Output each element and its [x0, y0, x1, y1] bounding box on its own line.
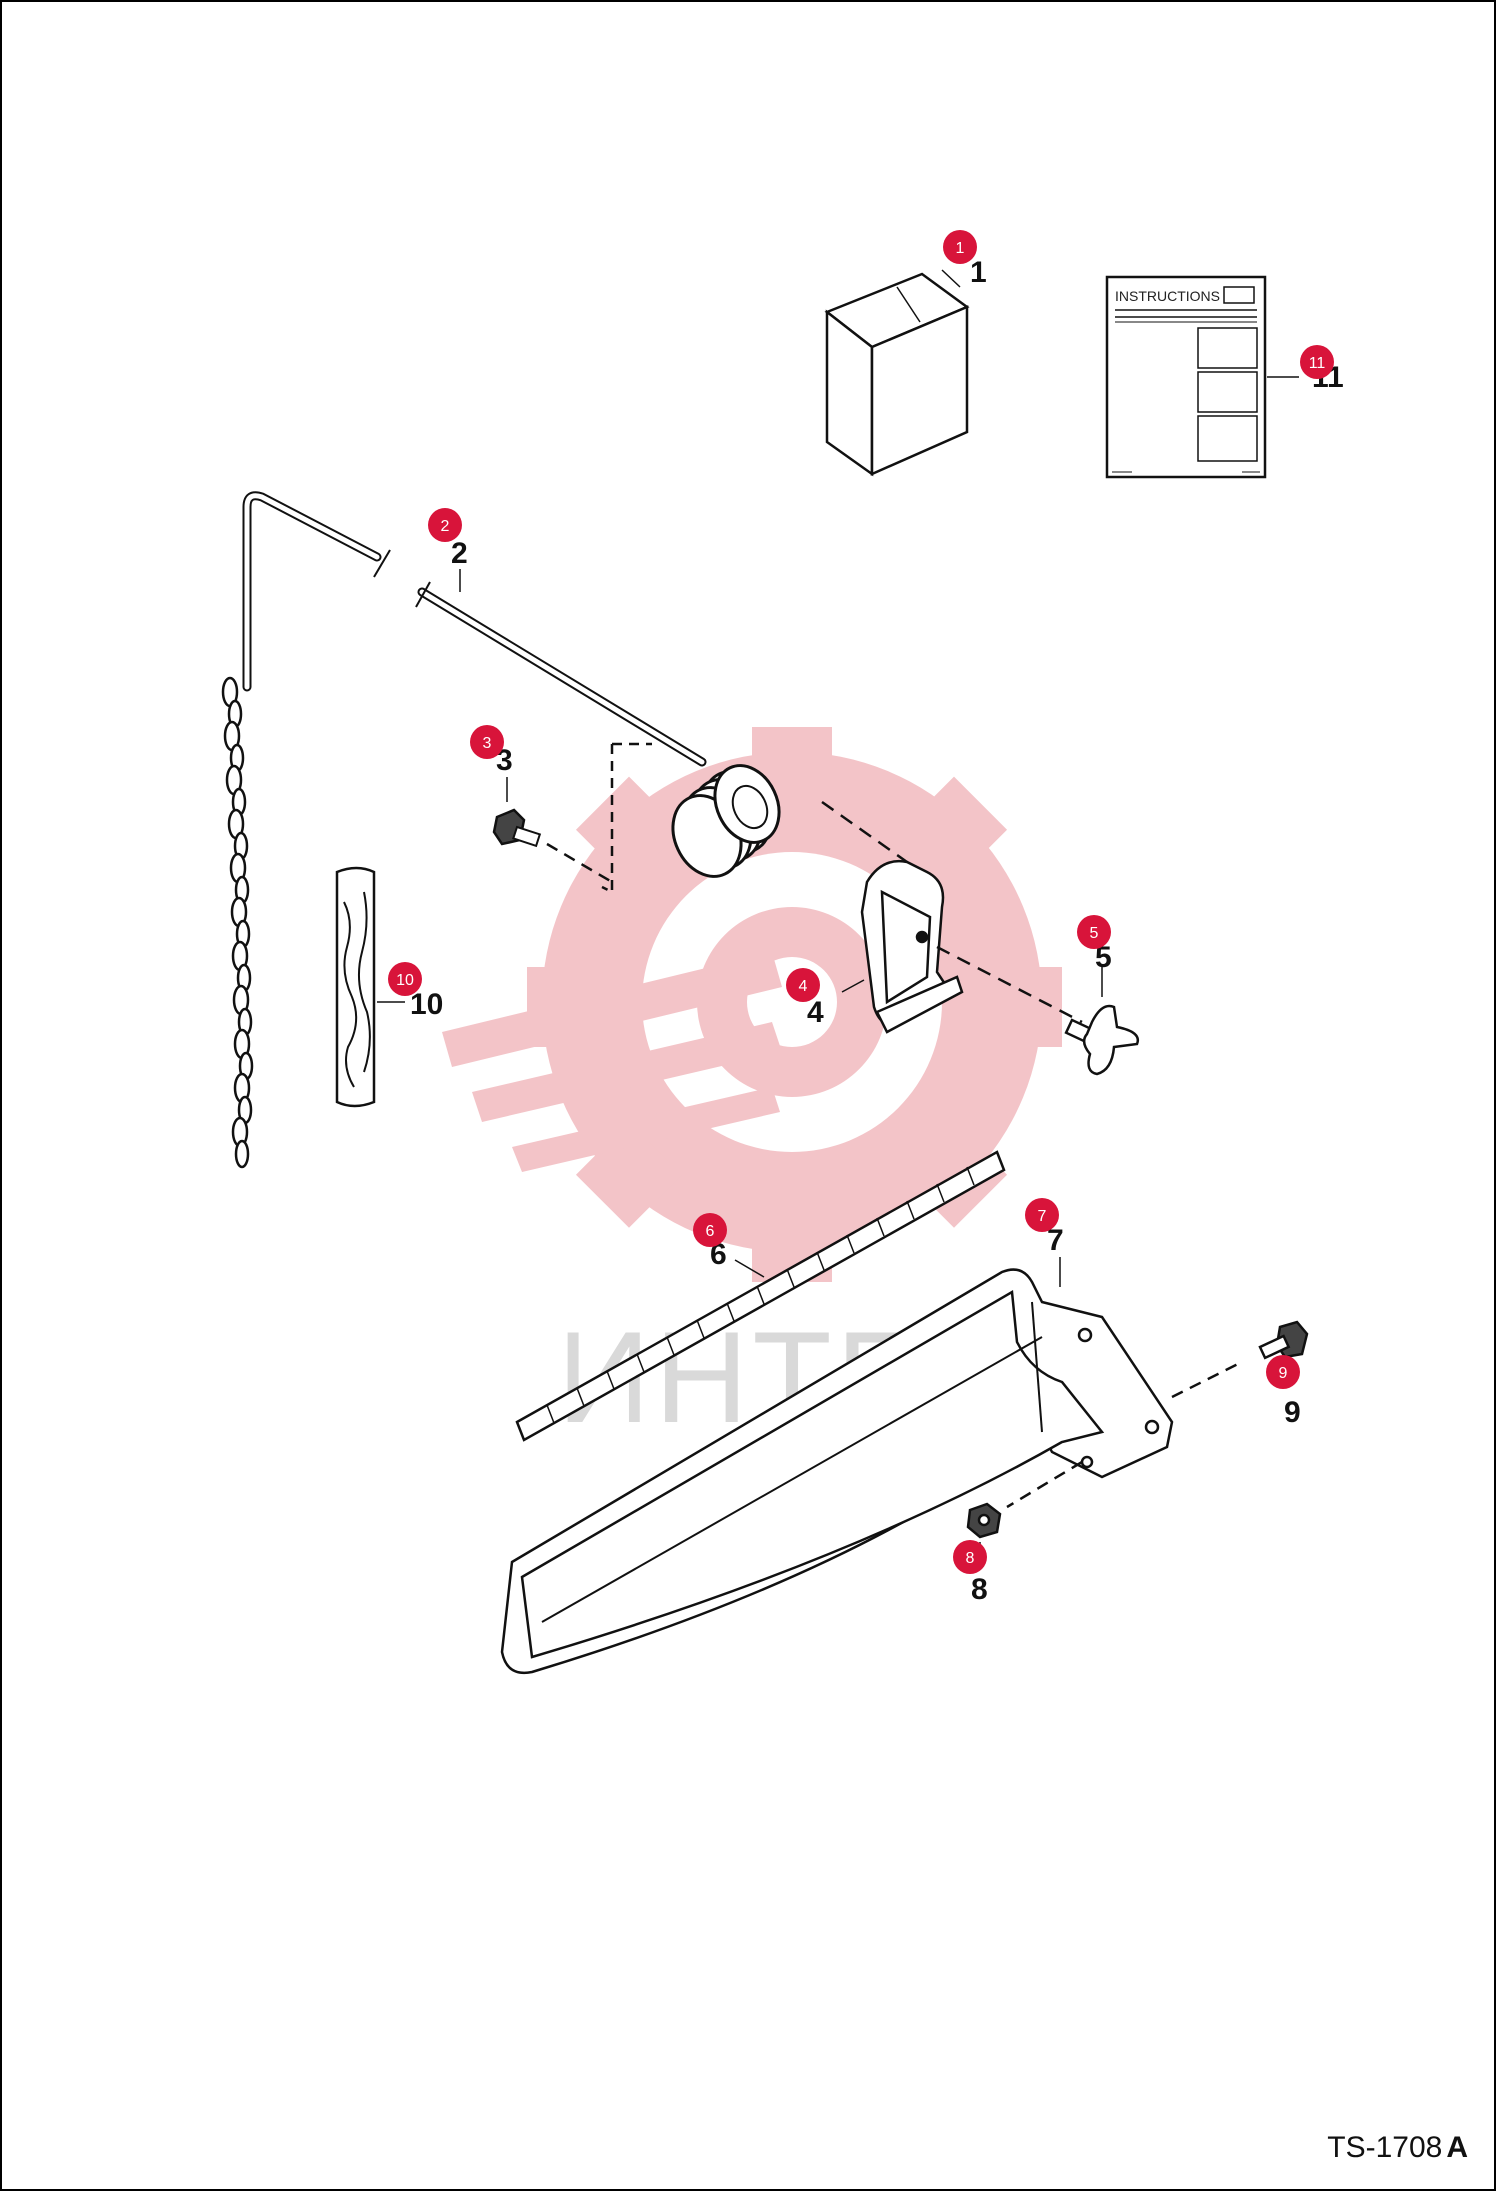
leader-line-1	[941, 269, 961, 288]
bolt-icon	[492, 808, 613, 884]
callout-badge-4[interactable]: 4	[786, 968, 820, 1002]
box-icon	[824, 272, 970, 477]
callout-badge-5[interactable]: 5	[1077, 915, 1111, 949]
part-label-2: 2	[451, 537, 468, 570]
bracket-icon	[821, 800, 1083, 1034]
strip-icon	[515, 1150, 1006, 1442]
part-label-9: 9	[1284, 1396, 1301, 1429]
part-label-4: 4	[807, 996, 824, 1029]
knob-icon	[1064, 1004, 1140, 1076]
drawing-code: TS-1708	[1327, 2131, 1443, 2164]
bolt-9-icon	[1258, 1320, 1309, 1360]
tray-icon	[500, 1268, 1243, 1675]
callout-badge-6-text: 6	[706, 1223, 715, 1240]
instructions-sheet-title: INSTRUCTIONS	[1115, 288, 1220, 304]
part-label-7: 7	[1047, 1224, 1064, 1257]
callout-badge-9-text: 9	[1279, 1365, 1288, 1382]
part-label-1: 1	[970, 256, 987, 289]
callout-badge-2[interactable]: 2	[428, 508, 462, 542]
spring-rod-icon	[242, 491, 781, 895]
callout-badge-9[interactable]: 9	[1266, 1355, 1300, 1389]
callout-badge-3-text: 3	[483, 735, 492, 752]
chain-icon	[221, 676, 254, 1169]
part-label-5: 5	[1095, 941, 1112, 974]
callout-badge-3[interactable]: 3	[470, 725, 504, 759]
callout-badge-11-text: 11	[1309, 355, 1326, 372]
callout-badge-2-text: 2	[441, 518, 450, 535]
callout-badge-10-text: 10	[396, 972, 414, 989]
watermark-speed-lines	[442, 952, 782, 1172]
callout-badge-11[interactable]: 11	[1300, 345, 1334, 379]
callout-badge-6[interactable]: 6	[693, 1213, 727, 1247]
callout-badge-8[interactable]: 8	[953, 1540, 987, 1574]
part-label-10: 10	[410, 988, 443, 1021]
callout-badge-7[interactable]: 7	[1025, 1198, 1059, 1232]
part-label-8: 8	[971, 1573, 988, 1606]
leader-line-4	[841, 979, 865, 993]
instructions-icon	[1105, 275, 1267, 479]
leader-line-6	[734, 1259, 765, 1278]
callout-badge-5-text: 5	[1090, 925, 1099, 942]
drawing-revision: A	[1446, 2131, 1468, 2164]
callout-badge-8-text: 8	[966, 1550, 975, 1567]
callout-badge-1[interactable]: 1	[943, 230, 977, 264]
nut-icon	[966, 1502, 1002, 1539]
callout-badge-10[interactable]: 10	[388, 962, 422, 996]
callout-badge-7-text: 7	[1038, 1208, 1047, 1225]
callout-badge-1-text: 1	[956, 240, 965, 257]
callout-badge-4-text: 4	[799, 978, 808, 995]
sleeve-icon	[335, 866, 376, 1108]
